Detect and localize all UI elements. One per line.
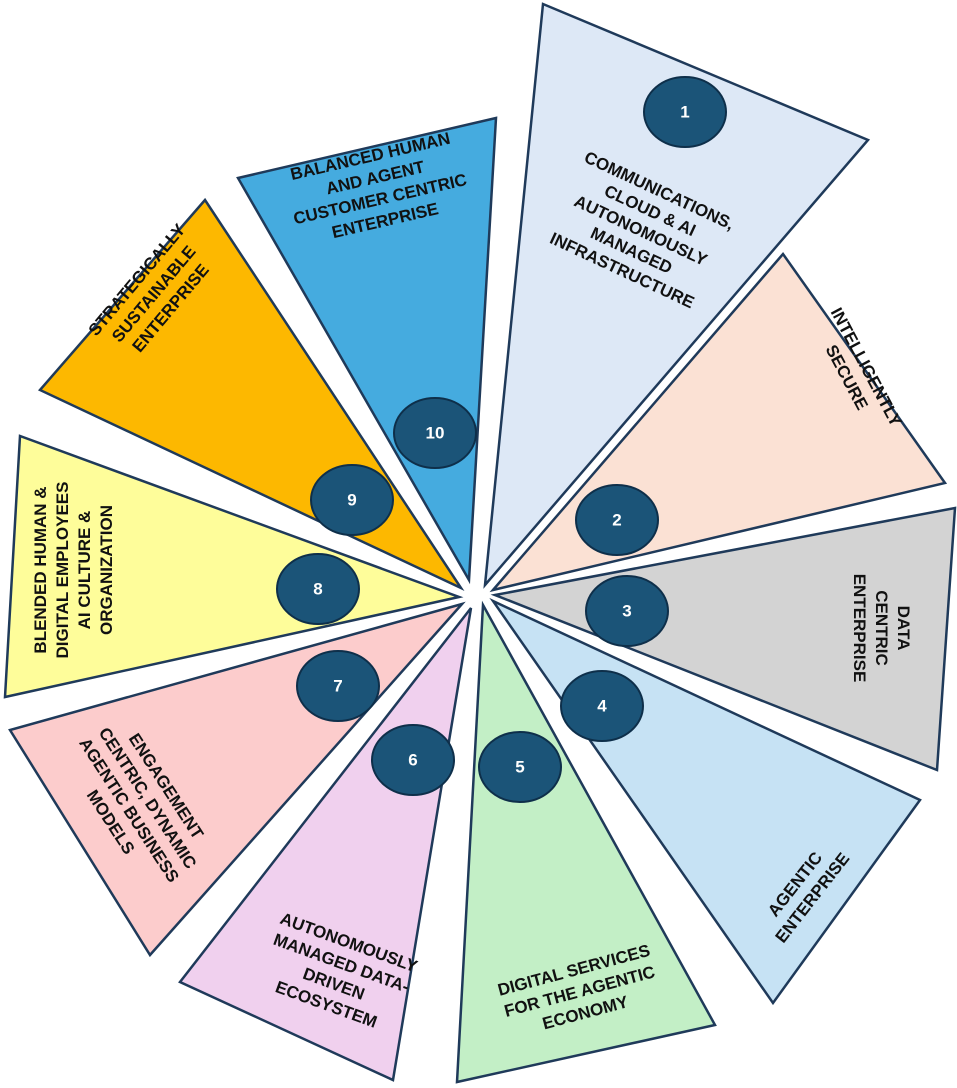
badge-circle: [310, 464, 394, 536]
badge-number: 1: [680, 102, 689, 121]
segment-number-badge-5: 5: [478, 731, 562, 803]
wheel-segment-3: [490, 506, 957, 772]
badge-number: 8: [313, 579, 322, 598]
segment-label-line: ENTERPRISE: [850, 574, 869, 683]
segment-number-badge-6: 6: [371, 724, 455, 796]
wheel-segments: [3, 2, 957, 1084]
badge-number: 6: [408, 750, 417, 769]
segment-number-badge-4: 4: [560, 670, 644, 742]
badge-circle: [393, 397, 477, 469]
badge-number: 2: [612, 510, 621, 529]
segment-label-3: DATACENTRICENTERPRISE: [850, 574, 913, 683]
badge-number: 3: [622, 601, 631, 620]
segment-label-line: CENTRIC: [872, 590, 891, 666]
badge-circle: [276, 553, 360, 625]
badge-circle: [560, 670, 644, 742]
badge-number: 9: [347, 490, 356, 509]
segment-number-badge-10: 10: [393, 397, 477, 469]
segment-number-badge-1: 1: [643, 76, 727, 148]
segment-number-badge-3: 3: [585, 575, 669, 647]
wheel-segment-1: [483, 2, 871, 589]
wheel-segment-5: [455, 600, 717, 1084]
badge-circle: [371, 724, 455, 796]
segment-label-line: DATA: [894, 606, 913, 651]
segment-number-badge-2: 2: [575, 484, 659, 556]
badge-circle: [575, 484, 659, 556]
badge-number: 5: [515, 757, 524, 776]
segment-number-badge-7: 7: [296, 650, 380, 722]
segment-number-badge-8: 8: [276, 553, 360, 625]
segment-number-badge-9: 9: [310, 464, 394, 536]
segment-label-line: DIGITAL EMPLOYEES: [53, 482, 72, 659]
wheel-segment-8: [3, 434, 464, 699]
segment-label-line: BLENDED HUMAN &: [31, 486, 50, 653]
badge-number: 10: [426, 423, 445, 442]
wheel-badges: 1 2 3 4 5 6 7 8 9 10: [276, 76, 727, 803]
badge-number: 7: [333, 676, 342, 695]
wheel-segment-6: [178, 607, 473, 1082]
segment-label-line: AI CULTURE &: [75, 511, 94, 630]
badge-circle: [478, 731, 562, 803]
badge-number: 4: [597, 696, 607, 715]
badge-circle: [296, 650, 380, 722]
badge-circle: [643, 76, 727, 148]
badge-circle: [585, 575, 669, 647]
segment-label-line: ORGANIZATION: [97, 505, 116, 635]
